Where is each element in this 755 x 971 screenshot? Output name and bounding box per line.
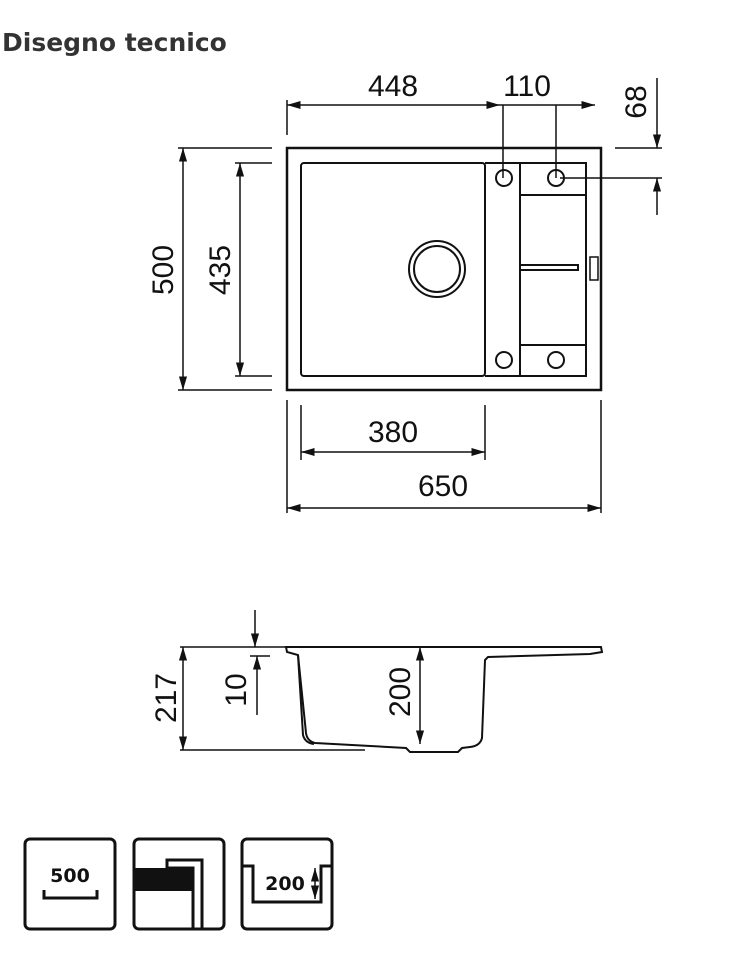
svg-text:500: 500 [50, 865, 90, 887]
dim-10: 10 [220, 673, 253, 706]
dim-500: 500 [147, 245, 180, 295]
page-title: Disegno tecnico [2, 28, 227, 57]
dim-110: 110 [503, 70, 551, 103]
dim-380: 380 [368, 416, 418, 449]
cabinet-size-icon: 500 [23, 837, 117, 931]
dimension-lines [178, 78, 662, 513]
svg-text:200: 200 [265, 873, 305, 895]
dim-650: 650 [418, 470, 468, 503]
dim-217: 217 [150, 673, 183, 723]
dim-435: 435 [204, 245, 237, 295]
sink-outline [285, 146, 603, 392]
drain [408, 240, 466, 298]
top-mount-icon [132, 837, 226, 931]
bowl-depth-icon: 200 [240, 837, 334, 931]
plan-view [178, 78, 662, 513]
dim-68: 68 [620, 85, 653, 118]
dim-200: 200 [384, 667, 417, 717]
dim-448: 448 [368, 70, 418, 103]
section-view [178, 610, 604, 753]
basin [300, 162, 486, 377]
